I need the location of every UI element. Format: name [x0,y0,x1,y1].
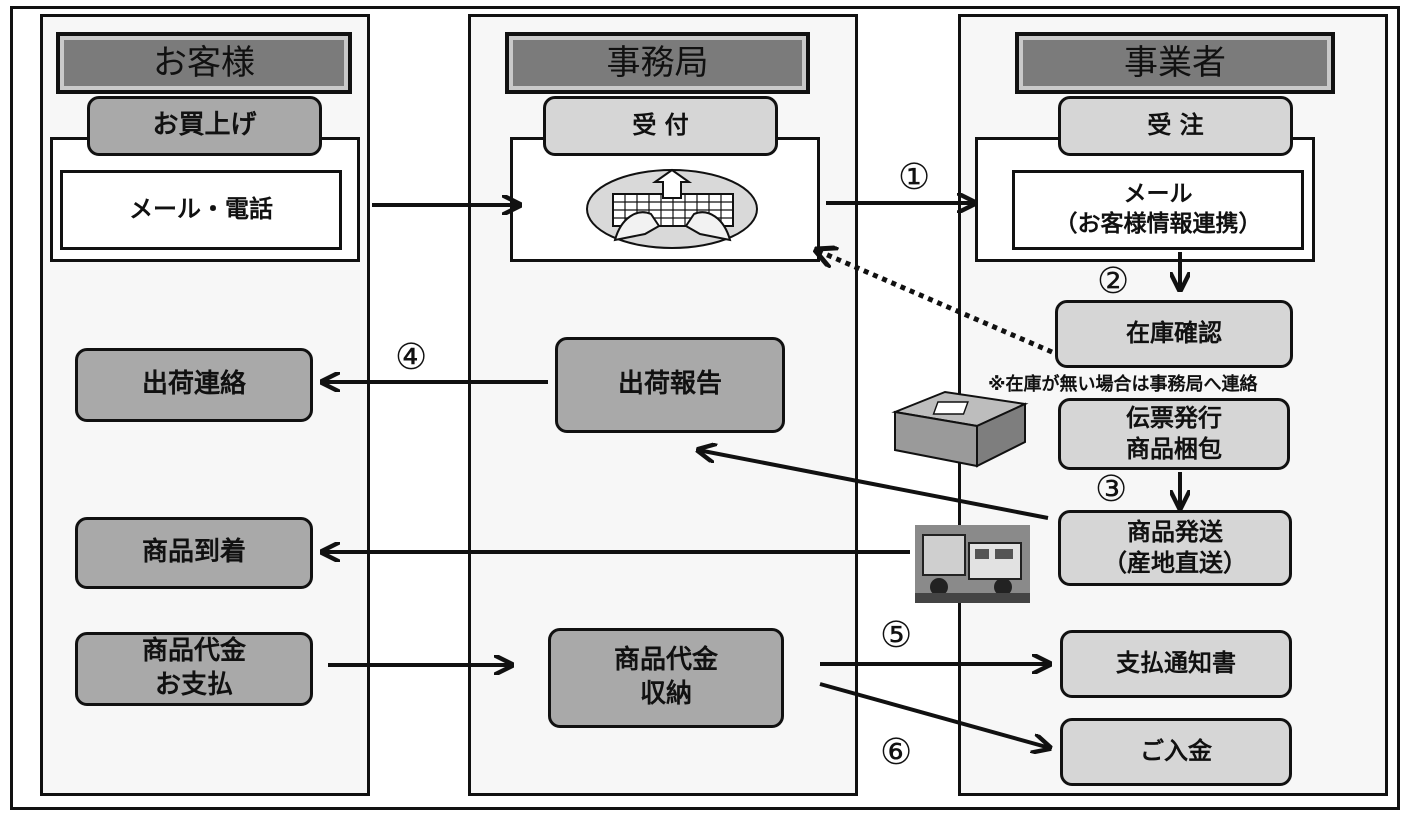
slip-packing-box: 伝票発行 商品梱包 [1058,398,1290,470]
arrival-box: 商品到着 [75,517,313,589]
collection-box: 商品代金 収納 [548,628,784,728]
shipment-box: 商品発送 （産地直送） [1058,510,1292,586]
shipping-report-box: 出荷報告 [555,337,785,433]
payment-line2: お支払 [154,670,233,700]
mail-info-box: メール （お客様情報連携） [1012,170,1304,250]
shipping-contact-box: 出荷連絡 [75,348,313,422]
collection-line1: 商品代金 [613,645,718,676]
payment-notice-box: 支払通知書 [1060,630,1292,698]
lane-header-business: 事業者 [1015,32,1335,94]
arrow-stock-to-reception-dotted [816,250,1053,355]
delivery-truck-icon [915,525,1030,603]
payment-line1: 商品代金 [141,636,246,667]
purchase-box: お買上げ [87,96,322,156]
step-4-label: ④ [395,337,428,378]
mail-line2: （お客様情報連携） [1054,211,1262,237]
keyboard-icon [585,168,760,250]
step-6-label: ⑥ [880,732,913,773]
lane-header-customer: お客様 [56,32,352,94]
payment-box: 商品代金 お支払 [75,632,313,706]
collection-line2: 収納 [639,679,692,709]
step-3-label: ③ [1095,469,1128,510]
mail-line1: メール [1123,181,1193,208]
ship-line1: 商品発送 [1127,517,1223,546]
lane-header-office: 事務局 [505,32,810,94]
diagram-frame [10,6,1400,810]
package-icon [885,388,1035,468]
reception-box: 受 付 [543,96,778,156]
ship-line2: （産地直送） [1103,549,1247,577]
stock-check-box: 在庫確認 [1055,300,1293,368]
step-1-label: ① [898,157,931,198]
mail-phone-box: メール・電話 [60,170,342,250]
slip-line2: 商品梱包 [1126,435,1222,463]
arrow-collection-to-deposit [819,682,1050,748]
slip-line1: 伝票発行 [1126,403,1222,432]
stock-note: ※在庫が無い場合は事務局へ連絡 [988,374,1258,395]
arrow-ship-to-report [698,450,1049,520]
order-box: 受 注 [1058,96,1293,156]
step-2-label: ② [1097,261,1130,302]
step-5-label: ⑤ [880,615,913,656]
deposit-box: ご入金 [1060,718,1292,786]
